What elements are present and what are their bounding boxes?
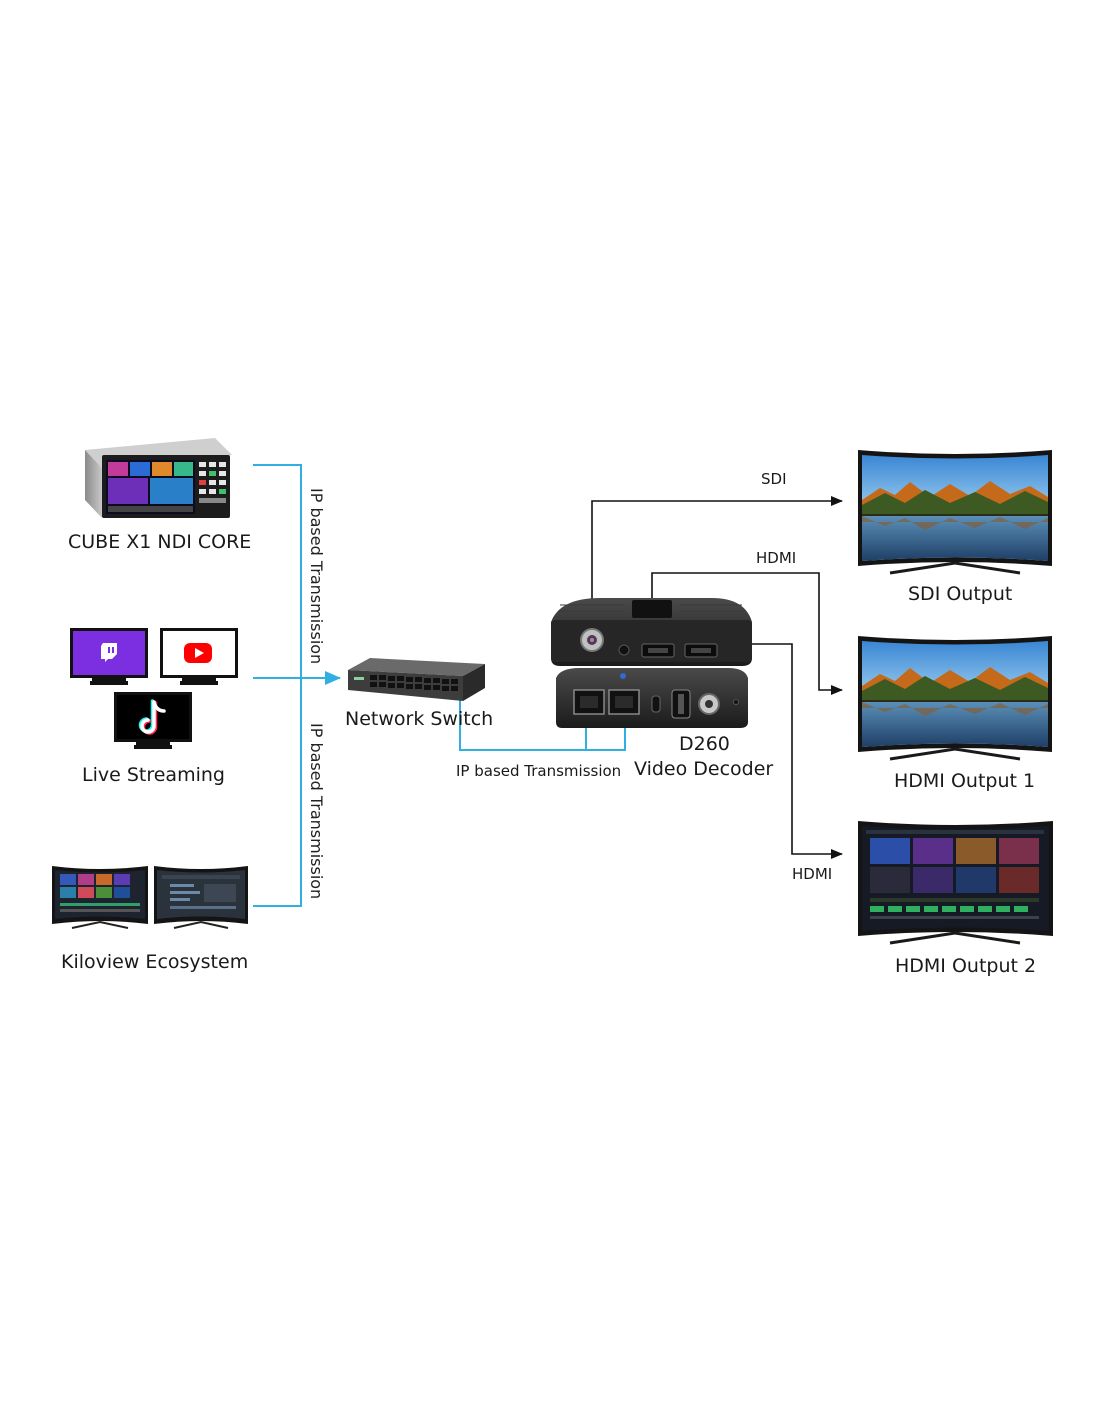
hdmi-link-label-1: HDMI	[756, 549, 797, 567]
ip-line-cube	[253, 464, 302, 907]
cube-device	[85, 438, 232, 518]
sdi-line	[591, 496, 843, 640]
ecosystem-label: Kiloview Ecosystem	[61, 951, 249, 973]
hdmi-output-1-label: HDMI Output 1	[894, 770, 1036, 792]
decoder-top-unit	[551, 598, 752, 666]
sdi-output-monitor	[858, 450, 1052, 575]
youtube-icon	[184, 643, 212, 663]
ecosystem-monitor-left	[52, 866, 148, 929]
live-streaming-label: Live Streaming	[82, 764, 225, 786]
network-switch-label: Network Switch	[345, 708, 494, 730]
decoder-model-label: D260	[679, 733, 730, 755]
hdmi-output-1-monitor	[858, 636, 1052, 761]
tiktok-icon	[138, 699, 166, 735]
twitch-monitor	[70, 628, 148, 685]
network-switch-device	[348, 658, 485, 701]
sdi-link-label: SDI	[761, 470, 787, 488]
tiktok-monitor	[114, 692, 192, 749]
hdmi-output-2-monitor	[858, 821, 1053, 945]
ip-transmission-vertical-top: IP based Transmission	[307, 488, 326, 665]
ecosystem-monitor-right	[154, 866, 248, 929]
decoder-name-label: Video Decoder	[634, 758, 774, 780]
ip-transmission-vertical-bottom: IP based Transmission	[307, 723, 326, 900]
youtube-monitor	[160, 628, 238, 685]
ip-line-switch-decoder	[459, 700, 626, 751]
hdmi-output-2-label: HDMI Output 2	[895, 955, 1037, 977]
decoder-bottom-unit	[556, 668, 748, 728]
twitch-icon	[101, 643, 117, 662]
hdmi-link-label-2: HDMI	[792, 865, 833, 883]
sdi-output-label: SDI Output	[908, 583, 1013, 605]
cube-label: CUBE X1 NDI CORE	[68, 531, 252, 553]
ip-transmission-horizontal: IP based Transmission	[456, 762, 622, 780]
ip-lines	[253, 464, 626, 907]
